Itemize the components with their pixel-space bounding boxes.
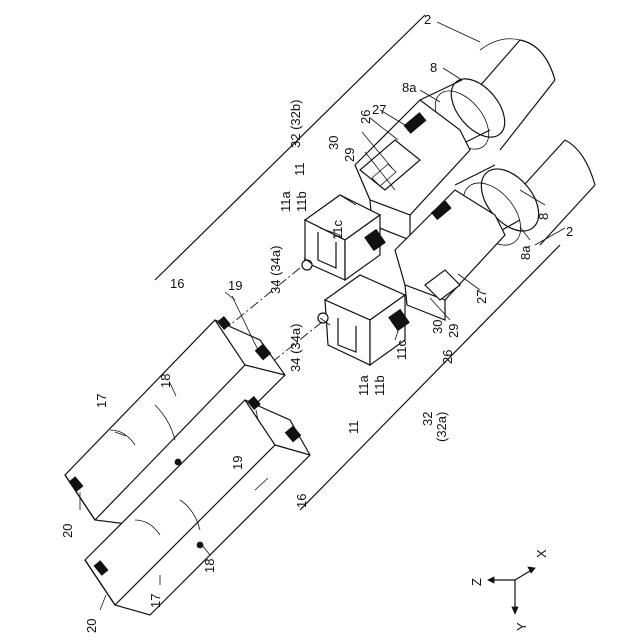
label-26-upper: 26 [358,110,373,124]
label-11c-upper: 11c [330,220,345,240]
label-26-lower: 26 [440,350,455,364]
label-11-lower: 11 [346,421,361,435]
axis-y-label: Y [514,622,529,631]
label-27-lower: 27 [474,290,489,304]
label-2-lower: 2 [566,224,573,239]
label-8-lower: 8 [536,213,551,220]
axis-z-label: Z [469,578,484,586]
label-34-lower: 34 (34a) [288,324,303,372]
label-20-lower: 20 [84,619,99,633]
label-11a-upper: 11a [278,191,293,212]
label-17-lower: 17 [148,594,163,608]
label-32b: 32 (32b) [288,100,303,148]
label-19-lower: 19 [230,456,245,470]
label-29-upper: 29 [342,148,357,162]
label-11b-upper: 11b [294,191,309,212]
label-2-upper: 2 [424,12,431,27]
label-8a-upper: 8a [402,80,417,95]
label-29-lower: 29 [446,324,461,338]
label-11b-lower: 11b [372,375,387,396]
label-32a: (32a) [434,412,449,442]
axis-indicator: X Z Y [469,549,549,631]
label-18-upper: 18 [158,374,173,388]
label-11-upper: 11 [292,163,307,177]
label-30-lower: 30 [430,320,445,334]
label-11c-lower: 11c [394,340,409,360]
label-30-upper: 30 [326,136,341,150]
label-19-upper: 19 [228,278,242,293]
label-18-lower: 18 [202,559,217,573]
label-16-upper: 16 [170,276,184,291]
label-34-upper: 34 (34a) [268,246,283,294]
label-27-upper: 27 [372,102,386,117]
label-32: 32 [420,412,435,426]
label-11a-lower: 11a [356,375,371,396]
label-8a-lower: 8a [518,245,533,260]
axis-x-label: X [534,549,549,558]
label-16-lower: 16 [294,494,309,508]
label-20-upper: 20 [60,524,75,538]
label-8-upper: 8 [430,60,437,75]
label-17-upper: 17 [94,394,109,408]
